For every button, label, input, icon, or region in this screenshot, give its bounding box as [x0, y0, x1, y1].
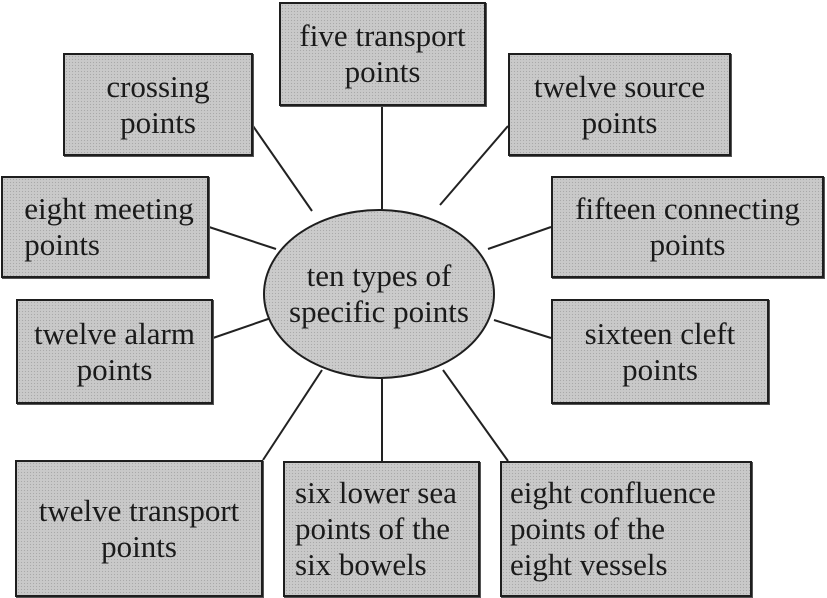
node-sixteen-cleft-points: sixteen cleft points: [551, 299, 769, 404]
node-crossing-points: crossing points: [63, 53, 253, 156]
node-eight-meeting-points: eight meeting points: [1, 176, 209, 278]
connector-eight-meeting: [208, 226, 277, 250]
connector-twelve-alarm: [212, 317, 272, 339]
node-fifteen-connecting-points: fifteen connecting points: [551, 176, 824, 278]
node-six-lower-sea-points: six lower sea points of the six bowels: [283, 461, 480, 597]
node-twelve-alarm-points: twelve alarm points: [16, 299, 213, 404]
node-eight-confluence-points: eight confluence points of the eight ves…: [500, 461, 752, 597]
connector-twelve-source: [439, 125, 509, 206]
node-five-transport-points: five transport points: [279, 2, 486, 106]
connector-twelve-transport: [262, 369, 323, 461]
connector-fifteen-connecting: [487, 226, 552, 250]
node-twelve-transport-points: twelve transport points: [15, 460, 263, 597]
connector-eight-confluence: [442, 369, 509, 462]
center-node: ten types of specific points: [263, 209, 495, 379]
connector-sixteen-cleft: [493, 319, 552, 339]
connector-crossing: [252, 125, 313, 212]
node-twelve-source-points: twelve source points: [508, 53, 731, 156]
